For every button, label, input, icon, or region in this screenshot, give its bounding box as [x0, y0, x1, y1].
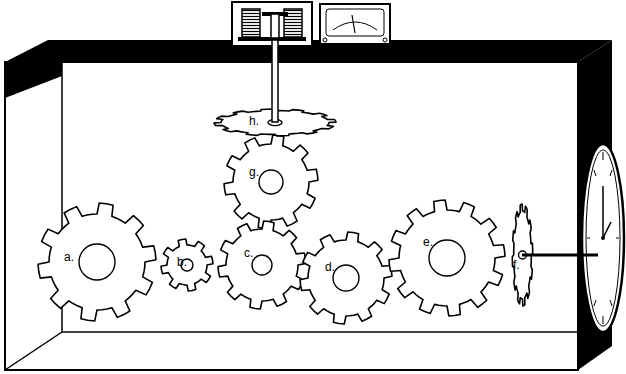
clock-tick: [587, 238, 590, 239]
clock-pivot: [601, 236, 605, 240]
part-letter: a.: [64, 251, 74, 263]
clock-tick: [610, 300, 612, 306]
electromagnet-coil: [242, 9, 260, 37]
clock-face: [582, 144, 624, 332]
clock-tick: [594, 170, 596, 176]
part-letter: f.: [513, 259, 520, 271]
gear: c.: [215, 218, 309, 312]
gear-hub: [333, 265, 359, 291]
gear-teeth: [300, 232, 392, 324]
gear-hub: [429, 240, 465, 276]
clock-hand: [603, 222, 611, 238]
gear-teeth: [512, 204, 532, 306]
meter-scale: [333, 22, 377, 30]
gear-outline: [35, 200, 159, 324]
gear-hub: [268, 119, 282, 125]
clock-tick: [603, 152, 604, 160]
meter-terminal: [323, 38, 327, 42]
gear: f.: [509, 201, 536, 309]
gear-teeth: [224, 135, 318, 229]
clock-tick: [594, 300, 596, 306]
box-left-wall: [5, 62, 62, 98]
gear: g.: [221, 132, 321, 232]
gear-outline: [215, 218, 309, 312]
plunger-stem: [271, 14, 279, 38]
gear: e.: [386, 197, 508, 319]
gear-outline: [386, 197, 508, 319]
gear-outline: [211, 106, 339, 139]
gear-teeth: [161, 239, 213, 291]
gear-outline: [297, 229, 395, 327]
part-letter: g.: [249, 166, 259, 178]
part-letter: c.: [244, 247, 253, 259]
meter-needle: [352, 15, 355, 33]
part-letter: h.: [249, 115, 259, 127]
gear-outline: [509, 201, 536, 309]
clock-tick: [610, 170, 612, 176]
meter-terminal: [383, 38, 387, 42]
gear: h.: [211, 106, 339, 139]
plunger-shaft: [272, 40, 278, 122]
gear-teeth: [218, 221, 306, 309]
gear-hub: [518, 251, 526, 259]
clock-tick: [616, 238, 619, 239]
gear: d.: [297, 229, 395, 327]
meter-case: [320, 4, 390, 44]
clock-rim: [586, 150, 620, 326]
gear-outline: [221, 132, 321, 232]
gear-teeth: [214, 109, 336, 136]
gear: b.: [158, 236, 216, 294]
gear-teeth: [38, 203, 156, 321]
floor-edge: [62, 331, 578, 333]
gear: a.: [35, 200, 159, 324]
gear-hub: [259, 170, 283, 194]
floor-corner: [5, 332, 62, 370]
part-letter: d.: [325, 261, 335, 273]
box-front: [5, 62, 578, 370]
clock-axle: [522, 254, 598, 257]
electromagnet-frame: [232, 2, 312, 46]
gear-teeth: [389, 200, 505, 316]
meter-dial: [326, 9, 384, 36]
part-letter: b.: [177, 256, 187, 268]
gear-hub: [252, 255, 272, 275]
part-letter: e.: [423, 236, 433, 248]
clock-tick: [603, 316, 604, 324]
clock-hand: [602, 186, 604, 238]
gear-hub: [79, 244, 115, 280]
